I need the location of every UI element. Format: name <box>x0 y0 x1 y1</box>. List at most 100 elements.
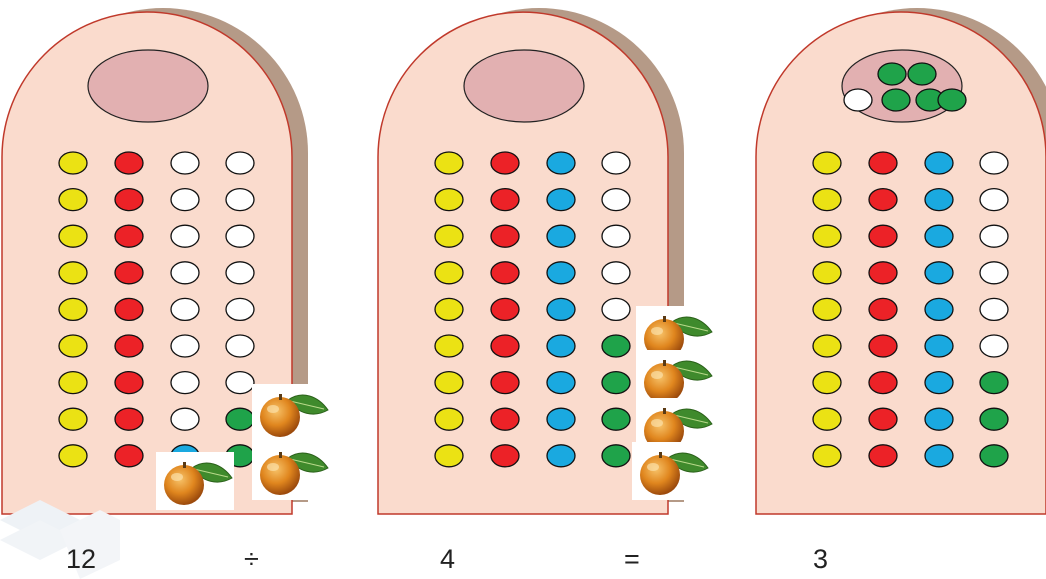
bead-red <box>490 444 520 468</box>
bead-blue <box>924 261 954 285</box>
bead-white <box>979 224 1009 248</box>
orange-icon <box>632 442 710 500</box>
bead-blue <box>924 334 954 358</box>
bead-blue <box>924 151 954 175</box>
bead-yellow <box>58 407 88 431</box>
bead-blue <box>546 224 576 248</box>
bead-red <box>490 370 520 395</box>
bead-yellow <box>812 297 842 322</box>
bead-red <box>114 334 144 358</box>
bead-white <box>170 151 200 175</box>
bead-yellow <box>58 187 88 212</box>
bead-white <box>225 261 255 285</box>
bead-white <box>979 187 1009 212</box>
bead-red <box>868 370 898 395</box>
bead-yellow <box>434 444 464 468</box>
bead-pocket <box>841 49 967 123</box>
bead-blue <box>546 297 576 322</box>
bead-green <box>979 444 1009 468</box>
bead-red <box>868 224 898 248</box>
bead-yellow <box>58 261 88 285</box>
bead-yellow <box>434 370 464 395</box>
bead-white <box>225 224 255 248</box>
bead-red <box>490 297 520 322</box>
bead-yellow <box>812 224 842 248</box>
bead-yellow <box>434 297 464 322</box>
bead-yellow <box>58 334 88 358</box>
pocket-bead <box>881 88 911 112</box>
pocket-bead <box>907 62 937 86</box>
bead-red <box>868 261 898 285</box>
bead-pocket <box>463 49 585 123</box>
bead-blue <box>924 224 954 248</box>
bead-yellow <box>58 224 88 248</box>
equation-dividend: 12 <box>66 544 97 574</box>
bead-white <box>601 224 631 248</box>
bead-yellow <box>812 151 842 175</box>
bead-green <box>601 334 631 358</box>
bead-red <box>868 297 898 322</box>
bead-blue <box>546 334 576 358</box>
bead-white <box>979 151 1009 175</box>
bead-white <box>225 151 255 175</box>
bead-red <box>114 224 144 248</box>
bead-green <box>601 370 631 395</box>
bead-yellow <box>58 444 88 468</box>
bead-green <box>979 370 1009 395</box>
bead-blue <box>546 444 576 468</box>
bead-red <box>114 151 144 175</box>
board-dividend <box>1 8 330 515</box>
bead-yellow <box>434 261 464 285</box>
bead-white <box>170 187 200 212</box>
equation-quotient: 3 <box>813 544 829 574</box>
bead-white <box>170 297 200 322</box>
bead-white <box>979 297 1009 322</box>
bead-green <box>601 407 631 431</box>
bead-white <box>225 297 255 322</box>
bead-white <box>170 370 200 395</box>
bead-blue <box>546 370 576 395</box>
bead-red <box>114 407 144 431</box>
equation-divisor: 4 <box>440 544 456 574</box>
bead-red <box>868 334 898 358</box>
pocket-bead <box>843 88 873 112</box>
bead-blue <box>546 151 576 175</box>
orange-icon <box>252 442 330 500</box>
bead-yellow <box>812 407 842 431</box>
bead-white <box>979 334 1009 358</box>
bead-blue <box>924 407 954 431</box>
bead-red <box>490 187 520 212</box>
bead-red <box>868 407 898 431</box>
bead-red <box>490 261 520 285</box>
bead-white <box>170 261 200 285</box>
bead-green <box>979 407 1009 431</box>
bead-yellow <box>812 187 842 212</box>
bead-red <box>868 151 898 175</box>
bead-yellow <box>434 407 464 431</box>
bead-yellow <box>812 334 842 358</box>
pocket-bead <box>937 88 967 112</box>
bead-white <box>225 370 255 395</box>
bead-yellow <box>58 370 88 395</box>
pocket-bead <box>877 62 907 86</box>
bead-red <box>490 151 520 175</box>
bead-yellow <box>812 261 842 285</box>
bead-blue <box>924 297 954 322</box>
bead-blue <box>546 407 576 431</box>
bead-red <box>114 187 144 212</box>
bead-yellow <box>58 297 88 322</box>
bead-blue <box>924 444 954 468</box>
bead-red <box>114 297 144 322</box>
bead-white <box>225 187 255 212</box>
bead-white <box>601 151 631 175</box>
orange-icon <box>156 452 234 510</box>
bead-red <box>114 444 144 468</box>
bead-green <box>225 407 255 431</box>
bead-red <box>868 187 898 212</box>
watermark-logo <box>0 500 120 579</box>
bead-pocket <box>87 49 209 123</box>
board-quotient <box>755 8 1046 515</box>
bead-yellow <box>58 151 88 175</box>
bead-red <box>114 370 144 395</box>
